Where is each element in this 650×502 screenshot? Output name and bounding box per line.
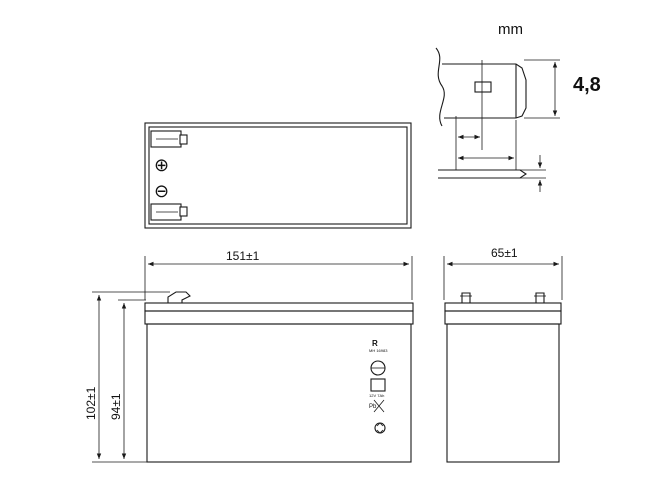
side-view: 65±1	[443, 246, 563, 463]
top-view: ⊕ ⊖	[144, 122, 412, 229]
recycle-icon	[374, 422, 386, 434]
case-height-label: 94±1	[109, 393, 123, 420]
svg-text:R: R	[372, 339, 378, 348]
front-body	[146, 323, 412, 463]
cert-code: MH 16983	[369, 348, 388, 353]
info-box-icon	[370, 378, 386, 392]
terminal-detail: mm 4,8	[435, 21, 601, 192]
terminal-height-label: 4,8	[573, 74, 601, 96]
terminal-profile	[438, 169, 527, 179]
width-label: 65±1	[491, 246, 518, 260]
pb-mark: Pb	[369, 404, 377, 410]
front-terminal	[167, 291, 191, 303]
break-line	[435, 47, 445, 127]
side-terminal-left	[461, 292, 471, 303]
side-terminal-right	[535, 292, 545, 303]
minus-symbol: ⊖	[154, 181, 169, 202]
units-label: mm	[498, 21, 523, 38]
top-view-inner	[148, 126, 408, 225]
terminal-outline	[442, 63, 527, 119]
side-body	[446, 323, 560, 463]
front-lid-rim	[144, 310, 414, 325]
side-lid-top	[444, 302, 562, 312]
top-view-outer	[144, 122, 412, 229]
crossed-bin-icon	[373, 399, 385, 413]
front-view: 151±1 R MH 16983 12V 7Ah Pb 102±1 94±1	[84, 249, 414, 463]
front-lid-top	[144, 302, 414, 312]
side-lid-rim	[444, 310, 562, 325]
plus-symbol: ⊕	[154, 155, 169, 176]
terminal-slot	[474, 81, 492, 93]
length-label: 151±1	[226, 249, 260, 263]
cell-code: 12V 7Ah	[369, 393, 384, 398]
total-height-label: 102±1	[84, 386, 98, 420]
front-label-marks: R MH 16983 12V 7Ah Pb	[369, 339, 388, 434]
